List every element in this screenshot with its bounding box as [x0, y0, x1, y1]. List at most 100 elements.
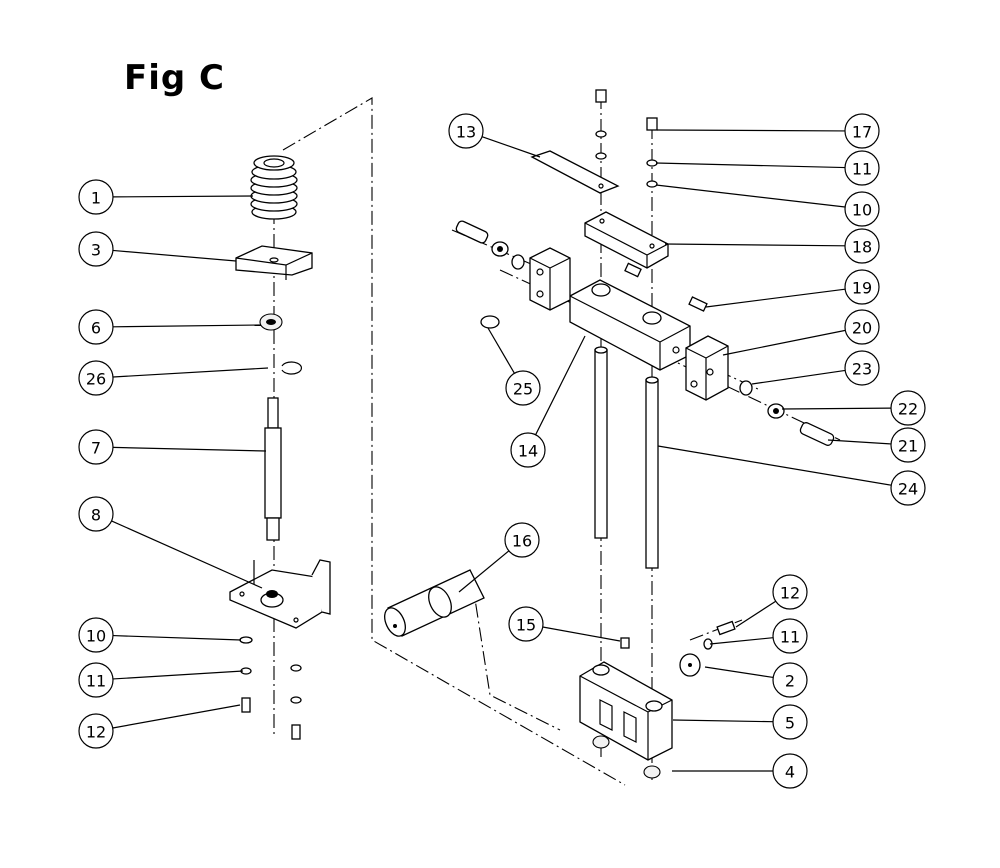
callout-circle: [78, 231, 114, 267]
callout-number: 24: [898, 480, 918, 499]
callout-number: 2: [785, 672, 795, 691]
callout-number: 26: [86, 370, 106, 389]
callout-number: 19: [852, 279, 872, 298]
leader-line-c12r: [735, 600, 777, 628]
callout-circle: [78, 617, 114, 653]
part-16-shaft: [384, 569, 485, 637]
callout-number: 21: [898, 437, 918, 456]
part-14-carriage: [569, 279, 691, 371]
callout-number: 12: [86, 723, 106, 742]
callout-circle: [772, 574, 808, 610]
callout-c11r2: 11: [772, 618, 808, 654]
leader-line-c22: [781, 407, 892, 410]
callout-circle: [772, 753, 808, 789]
callout-number: 3: [91, 241, 101, 260]
callout-c19: 19: [844, 269, 880, 305]
leader-line-c7: [112, 446, 267, 452]
callout-number: 15: [516, 616, 536, 635]
leader-line-c14: [535, 335, 586, 436]
callout-c7: 7: [78, 429, 114, 465]
callout-c24: 24: [890, 470, 926, 506]
leader-line-c18: [664, 243, 846, 247]
callout-circle: [78, 360, 114, 396]
callout-number: 11: [852, 160, 872, 179]
figure-title: Fig C: [124, 58, 226, 98]
callout-circle: [78, 429, 114, 465]
leader-line-c5: [672, 719, 774, 723]
callout-circle: [508, 606, 544, 642]
leader-line-c10r: [655, 184, 846, 208]
callout-circle: [844, 150, 880, 186]
callout-circle: [844, 113, 880, 149]
callout-c8: 8: [78, 496, 114, 532]
leader-lines: [111, 129, 892, 772]
callout-c25: 25: [505, 370, 541, 406]
part-26-clip: [281, 361, 303, 375]
leader-line-c6: [112, 324, 262, 328]
callout-c14: 14: [510, 432, 546, 468]
callout-c4: 4: [772, 753, 808, 789]
callout-circle: [505, 370, 541, 406]
leader-line-c10l: [112, 634, 242, 641]
callout-number: 13: [456, 123, 476, 142]
leader-line-c23: [751, 369, 846, 385]
callout-number: 10: [86, 627, 106, 646]
left-fasteners: [239, 636, 302, 740]
callout-c1: 1: [78, 179, 114, 215]
leader-line-c15: [542, 626, 621, 642]
callout-number: 4: [785, 763, 795, 782]
leader-line-c19: [705, 288, 846, 308]
callout-c17: 17: [844, 113, 880, 149]
callout-c11l: 11: [78, 662, 114, 698]
left-side-fasteners: [455, 220, 525, 329]
top-screws: [595, 89, 658, 188]
callout-c21: 21: [890, 427, 926, 463]
callout-c12l: 12: [78, 713, 114, 749]
callout-number: 17: [852, 123, 872, 142]
callout-c6: 6: [78, 309, 114, 345]
part-19-pin: [624, 262, 708, 312]
leader-line-c12l: [112, 704, 241, 729]
callout-number: 22: [898, 400, 918, 419]
callout-c26: 26: [78, 360, 114, 396]
part-1-spring: [250, 155, 298, 220]
leader-line-c11l: [112, 670, 244, 680]
callout-circle: [78, 179, 114, 215]
callout-circle: [844, 191, 880, 227]
part-7-shaft: [264, 397, 282, 541]
right-side-fasteners: [739, 380, 835, 446]
leader-line-c11r2: [709, 637, 774, 645]
part-6-bearing: [259, 313, 283, 331]
callout-number: 16: [512, 532, 532, 551]
callout-number: 25: [513, 380, 533, 399]
callout-circle: [78, 662, 114, 698]
assembly-centerlines: [273, 95, 841, 786]
callout-c2: 2: [772, 662, 808, 698]
leader-line-c1: [112, 195, 254, 198]
part-13-strip: [530, 150, 620, 194]
callout-c10r: 10: [844, 191, 880, 227]
leader-line-c17: [656, 129, 846, 132]
leader-line-c21: [827, 439, 892, 445]
callout-circle: [772, 704, 808, 740]
part-8-bracket: [229, 559, 331, 629]
callout-number: 6: [91, 319, 101, 338]
callout-circle: [844, 350, 880, 386]
callout-c16: 16: [504, 522, 540, 558]
leader-line-c13: [481, 136, 541, 158]
callout-number: 7: [91, 439, 101, 458]
left-side-block: [529, 247, 571, 311]
callout-circle: [78, 496, 114, 532]
leader-line-c3: [112, 249, 237, 262]
callout-circle: [504, 522, 540, 558]
part-18-bar: [584, 211, 669, 269]
callout-c11r: 11: [844, 150, 880, 186]
leader-line-c20: [722, 329, 846, 356]
callout-number: 8: [91, 506, 101, 525]
callout-c10l: 10: [78, 617, 114, 653]
callout-c23: 23: [844, 350, 880, 386]
callout-c20: 20: [844, 309, 880, 345]
callout-circle: [78, 309, 114, 345]
callout-c12r: 12: [772, 574, 808, 610]
